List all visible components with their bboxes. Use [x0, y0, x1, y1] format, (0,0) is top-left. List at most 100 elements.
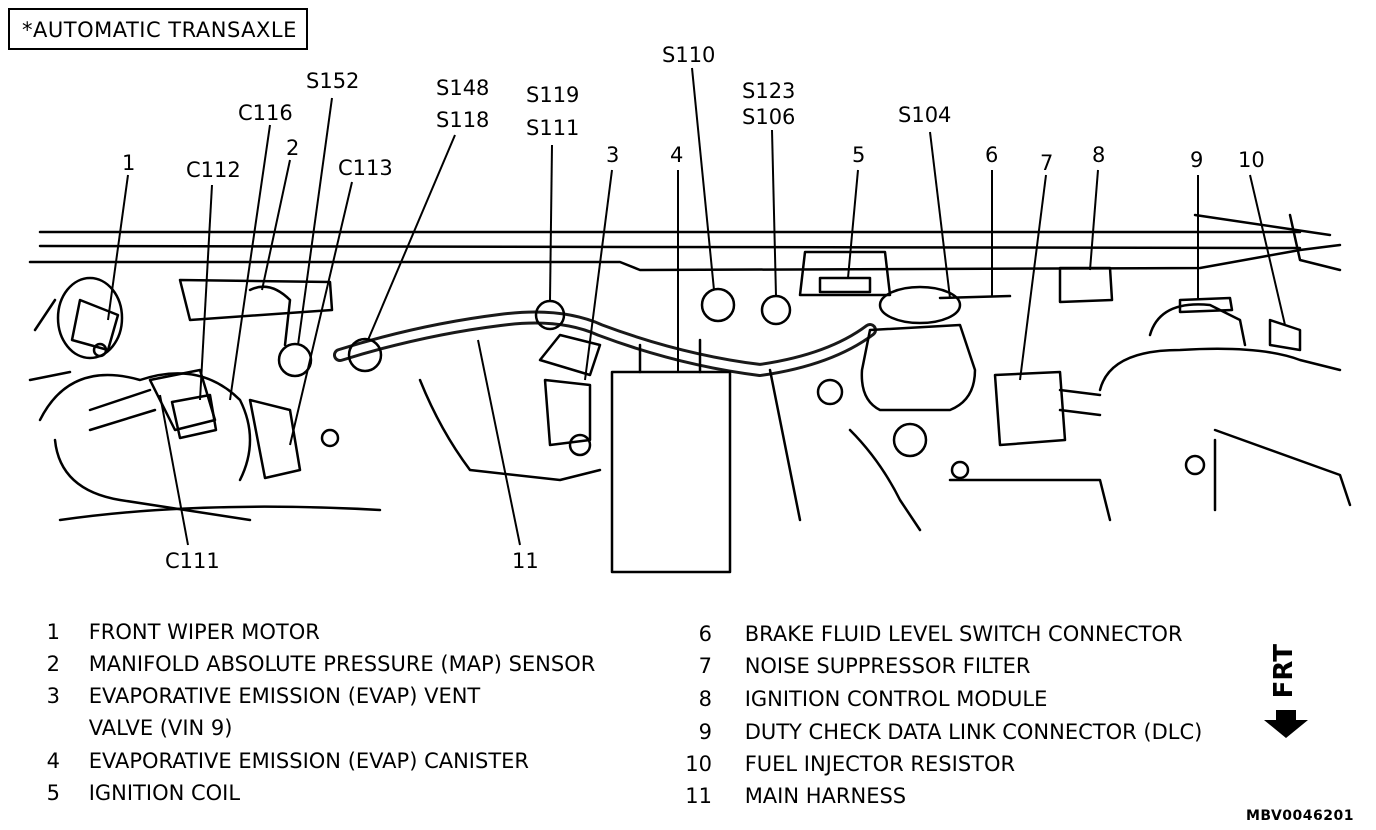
legend-item-2: 2 MANIFOLD ABSOLUTE PRESSURE (MAP) SENSO… — [44, 652, 596, 676]
legend-num: 10 — [685, 752, 712, 776]
legend-item-1: 1 FRONT WIPER MOTOR — [44, 620, 320, 644]
grommet-left — [320, 428, 340, 448]
brake-reservoir-cap — [878, 285, 962, 325]
callout-s104: S104 — [898, 103, 951, 127]
legend-item-7: 7 NOISE SUPPRESSOR FILTER — [684, 654, 1031, 678]
leader-s152 — [297, 97, 333, 346]
leader-1 — [107, 174, 129, 321]
splice-s119 — [534, 299, 566, 331]
legend-item-3-cont: VALVE (VIN 9) — [44, 716, 233, 740]
evap-vent-valve-port — [568, 433, 592, 457]
wiper-motor-bolt — [92, 342, 108, 358]
legend-num: 3 — [46, 684, 60, 708]
fender-corner — [1288, 213, 1342, 272]
legend-num: 5 — [46, 781, 60, 805]
vacuum-line — [768, 368, 802, 522]
evap-canister — [610, 370, 732, 574]
ignition-coil — [818, 276, 872, 294]
main-harness-inner — [336, 313, 874, 374]
legend-num: 1 — [46, 620, 60, 644]
ignition-control-module — [1058, 266, 1114, 304]
callout-s148: S148 — [436, 76, 489, 100]
legend-item-8: 8 IGNITION CONTROL MODULE — [684, 687, 1048, 711]
master-cylinder — [860, 323, 977, 412]
brake-line-fitting — [892, 422, 928, 458]
evap-vent-valve-top — [538, 333, 602, 377]
legend-item-3: 3 EVAPORATIVE EMISSION (EVAP) VENT — [44, 684, 481, 708]
legend-text: BRAKE FLUID LEVEL SWITCH CONNECTOR — [744, 622, 1183, 646]
leader-c113 — [289, 181, 353, 446]
legend-item-4: 4 EVAPORATIVE EMISSION (EVAP) CANISTER — [44, 749, 529, 773]
legend-text: FUEL INJECTOR RESISTOR — [744, 752, 1016, 776]
legend-text: NOISE SUPPRESSOR FILTER — [744, 654, 1031, 678]
leader-s123 — [771, 129, 777, 297]
callout-c111: C111 — [165, 549, 220, 573]
callout-s106: S106 — [742, 105, 795, 129]
front-direction-label: FRT — [1269, 644, 1299, 699]
legend-num: 2 — [46, 652, 60, 676]
vacuum-fitting — [816, 378, 844, 406]
callout-5: 5 — [852, 143, 865, 167]
wiper-bracket-lines — [28, 298, 72, 382]
legend-text: IGNITION CONTROL MODULE — [744, 687, 1048, 711]
callout-7: 7 — [1040, 151, 1053, 175]
legend-item-5: 5 IGNITION COIL — [44, 781, 240, 805]
callout-9: 9 — [1190, 148, 1203, 172]
lower-hose — [418, 378, 602, 482]
right-fender-lines — [1213, 428, 1352, 512]
legend-item-10: 10 FUEL INJECTOR RESISTOR — [684, 752, 1015, 776]
leader-5 — [847, 169, 859, 279]
legend-item-9: 9 DUTY CHECK DATA LINK CONNECTOR (DLC) — [684, 720, 1203, 744]
splice-s152 — [277, 342, 313, 378]
ignition-coil-bracket — [798, 250, 892, 297]
legend-num: 9 — [698, 720, 712, 744]
leader-s148 — [367, 134, 456, 341]
legend-text: VALVE (VIN 9) — [88, 716, 233, 740]
splice-s123 — [760, 294, 792, 326]
leader-c116 — [229, 124, 271, 401]
ground-bolt-right — [1184, 454, 1206, 476]
splice-s110 — [700, 287, 736, 323]
cowl-line-3 — [28, 243, 1342, 272]
leader-11 — [477, 339, 521, 546]
callout-2: 2 — [286, 136, 299, 160]
left-lower-line — [53, 438, 252, 522]
callout-s152: S152 — [306, 69, 359, 93]
callout-s111: S111 — [526, 116, 579, 140]
legend-text: FRONT WIPER MOTOR — [88, 620, 320, 644]
front-direction-arrow-icon: FRT — [1264, 644, 1308, 738]
lower-right-bracket — [948, 478, 1112, 522]
noise-suppressor-filter — [993, 370, 1067, 447]
map-sensor-bracket — [178, 278, 334, 322]
brake-lines — [848, 428, 922, 532]
canister-hoses — [638, 338, 702, 374]
engine-compartment-drawing: 1 2 3 4 5 6 7 8 9 10 11 C112 C116 S152 C… — [28, 43, 1352, 574]
leader-10 — [1249, 174, 1286, 326]
leader-lines — [107, 67, 1286, 546]
callout-c113: C113 — [338, 156, 393, 180]
legend-num: 11 — [685, 784, 712, 808]
down-arrow-icon — [1264, 710, 1308, 738]
leader-c112 — [199, 184, 213, 401]
wiper-motor-body — [70, 298, 120, 352]
callout-8: 8 — [1092, 143, 1105, 167]
callout-10: 10 — [1238, 148, 1265, 172]
callout-s110: S110 — [662, 43, 715, 67]
transaxle-note: *AUTOMATIC TRANSAXLE — [22, 18, 297, 42]
leader-s110 — [691, 67, 715, 291]
callout-s118: S118 — [436, 108, 489, 132]
connector-c113-body — [248, 398, 302, 480]
noise-filter-wires — [1058, 388, 1102, 417]
legend-text: IGNITION COIL — [88, 781, 241, 805]
legend-text: EVAPORATIVE EMISSION (EVAP) CANISTER — [88, 749, 530, 773]
leader-s119 — [549, 144, 553, 301]
left-bottom-line — [58, 505, 382, 522]
wiper-motor-housing — [56, 276, 124, 360]
legend-num: 4 — [46, 749, 60, 773]
callout-3: 3 — [606, 143, 619, 167]
duty-check-dlc — [1178, 296, 1234, 314]
fuel-injector-resistor — [1268, 318, 1302, 352]
leader-c111 — [159, 394, 189, 546]
callout-s123: S123 — [742, 79, 795, 103]
map-sensor-hose — [248, 285, 292, 347]
